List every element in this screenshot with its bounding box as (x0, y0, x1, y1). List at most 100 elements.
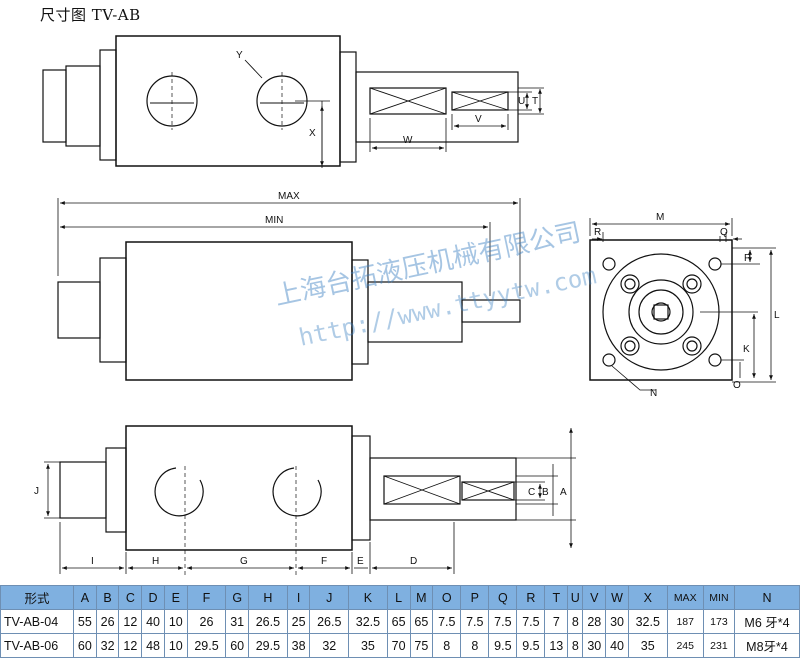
table-cell: 12 (118, 609, 143, 634)
table-cell: 40 (141, 609, 165, 634)
column-header: T (544, 585, 569, 610)
table-cell: 8 (460, 633, 490, 658)
label-k: K (743, 344, 750, 355)
label-t: T (532, 96, 538, 107)
table-cell: 7.5 (488, 609, 518, 634)
column-header: B (95, 585, 120, 610)
spec-table: 形式 A B C D E F G H I J K L M O P Q R T U… (0, 585, 800, 658)
table-cell: 65 (409, 609, 434, 634)
column-header: V (582, 585, 607, 610)
label-m: M (656, 212, 664, 223)
column-header: R (516, 585, 546, 610)
column-header: M (409, 585, 434, 610)
column-header: E (163, 585, 188, 610)
column-header: F (186, 585, 227, 610)
label-u: U (518, 96, 525, 107)
label-a: A (560, 487, 567, 498)
label-g: G (240, 556, 248, 567)
label-j: J (34, 486, 39, 497)
table-cell: 35 (627, 633, 668, 658)
column-header: P (460, 585, 490, 610)
table-cell: TV-AB-04 (0, 609, 74, 634)
label-q: Q (720, 227, 728, 238)
table-cell: 70 (386, 633, 411, 658)
table-header-row: 形式 A B C D E F G H I J K L M O P Q R T U… (0, 585, 800, 610)
table-cell: 9.5 (516, 633, 546, 658)
bottom-view (44, 425, 576, 576)
column-header: K (348, 585, 388, 610)
table-cell: 9.5 (488, 633, 518, 658)
table-cell: 13 (544, 633, 569, 658)
label-f: F (321, 556, 327, 567)
table-cell: 29.5 (248, 633, 288, 658)
drawing-title: 尺寸图 TV-AB (40, 6, 141, 24)
label-c: C (528, 487, 535, 498)
table-cell: 10 (163, 633, 188, 658)
table-cell: 60 (225, 633, 250, 658)
table-cell: 12 (118, 633, 143, 658)
top-view (42, 35, 544, 168)
table-cell: 231 (702, 633, 736, 658)
table-cell: 48 (141, 633, 165, 658)
label-p: P (744, 253, 751, 264)
table-cell: 7.5 (460, 609, 490, 634)
table-cell: 7.5 (432, 609, 462, 634)
label-b: B (542, 487, 549, 498)
table-row: TV-AB-06 60 32 12 48 10 29.5 60 29.5 38 … (0, 633, 800, 658)
front-view (57, 198, 521, 381)
table-cell: 32.5 (348, 609, 388, 634)
table-cell: TV-AB-06 (0, 633, 74, 658)
table-cell: 65 (386, 609, 411, 634)
table-cell: 7.5 (516, 609, 546, 634)
table-cell: 10 (163, 609, 188, 634)
column-header: MIN (702, 585, 736, 610)
table-row: TV-AB-04 55 26 12 40 10 26 31 26.5 25 26… (0, 609, 800, 634)
label-e: E (357, 556, 364, 567)
label-max: MAX (278, 191, 300, 202)
table-cell: M8牙*4 (734, 633, 800, 658)
column-header: J (309, 585, 350, 610)
column-header: H (248, 585, 288, 610)
table-cell: 55 (73, 609, 97, 634)
table-cell: 31 (225, 609, 250, 634)
label-v: V (475, 114, 482, 125)
label-r: R (594, 227, 601, 238)
table-cell: 26 (186, 609, 227, 634)
column-header: D (141, 585, 165, 610)
dimension-drawing: Y X W V U T MAX MIN (34, 35, 780, 576)
table-cell: 38 (286, 633, 311, 658)
table-cell: 26 (95, 609, 120, 634)
table-cell: 32 (309, 633, 350, 658)
table-cell: 7 (544, 609, 569, 634)
table-cell: 32 (95, 633, 120, 658)
label-i: I (91, 556, 94, 567)
column-header: L (386, 585, 411, 610)
table-cell: 28 (582, 609, 607, 634)
column-header: O (432, 585, 462, 610)
label-y: Y (236, 50, 243, 61)
table-cell: 32.5 (627, 609, 668, 634)
table-cell: 26.5 (309, 609, 350, 634)
column-header: G (225, 585, 250, 610)
end-view (589, 218, 776, 391)
table-cell: 75 (409, 633, 434, 658)
table-cell: 40 (605, 633, 629, 658)
table-cell: 8 (567, 609, 584, 634)
table-cell: 25 (286, 609, 311, 634)
table-cell: 8 (432, 633, 462, 658)
label-h: H (152, 556, 159, 567)
table-cell: 30 (582, 633, 607, 658)
column-header: I (286, 585, 311, 610)
column-header: MAX (666, 585, 704, 610)
label-min: MIN (265, 215, 283, 226)
label-d: D (410, 556, 417, 567)
column-header: 形式 (0, 585, 74, 610)
table-cell: 35 (348, 633, 388, 658)
column-header: U (567, 585, 584, 610)
table-cell: M6 牙*4 (734, 609, 800, 634)
column-header: A (73, 585, 97, 610)
column-header: Q (488, 585, 518, 610)
column-header: N (734, 585, 800, 610)
label-o: O (733, 380, 741, 391)
column-header: W (605, 585, 629, 610)
